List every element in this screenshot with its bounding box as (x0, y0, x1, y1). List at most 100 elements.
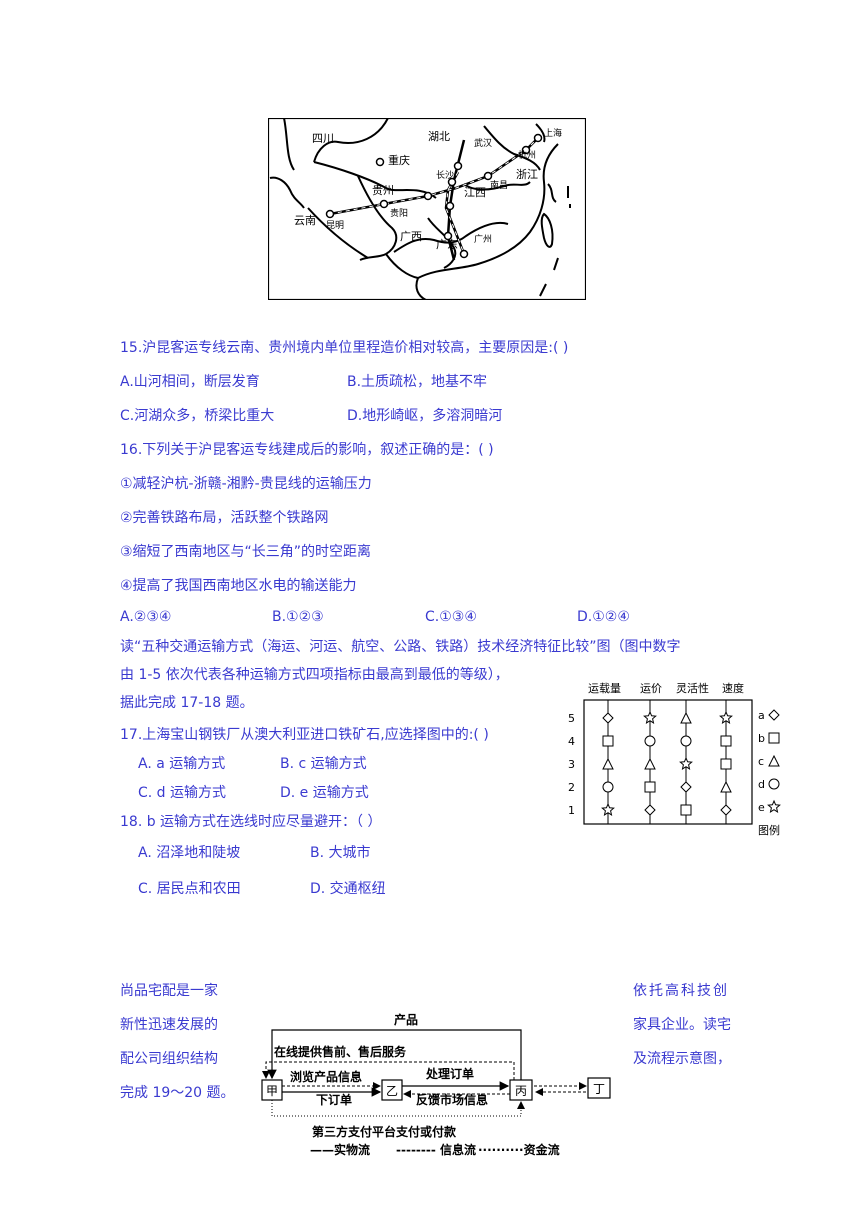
q16-option-a[interactable]: A.②③④ (120, 609, 172, 625)
flow-legend-money: ··········资金流 (478, 1142, 560, 1157)
intro17-line1: 读“五种交通运输方式（海运、河运、航空、公路、铁路）技术经济特征比较”图（图中数… (120, 639, 681, 655)
triangle-icon (720, 780, 732, 793)
flow-online-service-label: 在线提供售前、售后服务 (274, 1044, 407, 1059)
star-icon (643, 710, 657, 724)
map-label-hubei: 湖北 (428, 130, 450, 143)
triangle-icon (680, 711, 692, 724)
map-label-nanchang: 南昌 (490, 179, 508, 191)
q16-option-d[interactable]: D.①②④ (577, 609, 630, 625)
triangle-icon (768, 754, 780, 767)
map-label-kunming: 昆明 (326, 220, 344, 231)
q17-option-c[interactable]: C. d 运输方式 (138, 785, 227, 801)
intro19-left-1: 尚品宅配是一家 (120, 983, 218, 999)
q15-option-c[interactable]: C.河湖众多，桥梁比重大 (120, 408, 275, 424)
square-icon (720, 758, 732, 770)
q17-option-b[interactable]: B. c 运输方式 (280, 756, 367, 772)
map-borders (269, 118, 559, 300)
map-label-hangzhou: 杭州 (518, 149, 536, 161)
chart-col-flexibility: 灵活性 (676, 681, 709, 695)
legend-key-e: e (758, 801, 765, 814)
q16-statement-1: ①减轻沪杭-浙赣-湘黔-贵昆线的运输压力 (120, 476, 372, 492)
city-nodes (325, 133, 543, 259)
square-icon (602, 735, 614, 747)
railway-map: 四川 湖北 武汉 上海 重庆 杭州 长沙 浙江 贵州 江西 南昌 贵阳 云南 昆… (268, 118, 586, 300)
triangle-icon (602, 757, 614, 770)
diamond-icon (680, 781, 692, 793)
legend-key-a: a (758, 709, 765, 722)
legend-key-b: b (758, 732, 765, 745)
intro19-right-2: 家具企业。读宅 (633, 1017, 731, 1033)
flow-process-order-label: 处理订单 (425, 1066, 474, 1081)
chart-col-price: 运价 (640, 682, 662, 695)
q16-option-b[interactable]: B.①②③ (272, 609, 324, 625)
flow-feedback-label: 反馈市场信息 (416, 1092, 488, 1107)
q16-option-c[interactable]: C.①③④ (425, 609, 477, 625)
q18-stem: 18. b 运输方式在选线时应尽量避开：（ ） (120, 814, 382, 830)
q15-option-a[interactable]: A.山河相间，断层发育 (120, 374, 260, 390)
q18-option-d[interactable]: D. 交通枢纽 (310, 881, 386, 897)
flow-node-bing: 丙 (515, 1084, 527, 1098)
flow-payment-label: 第三方支付平台支付或付款 (312, 1124, 457, 1139)
q15-stem: 15.沪昆客运专线云南、贵州境内单位里程造价相对较高，主要原因是:( ) (120, 340, 569, 356)
map-label-guiyang: 贵阳 (390, 207, 408, 219)
chart-level-2: 2 (568, 781, 575, 794)
map-label-guangdong: 广东 (436, 238, 458, 251)
chart-level-4: 4 (568, 735, 575, 748)
q18-option-c[interactable]: C. 居民点和农田 (138, 881, 241, 897)
flow-product-label: 产品 (394, 1012, 418, 1027)
chart-col-capacity: 运载量 (588, 682, 621, 695)
q16-stem: 16.下列关于沪昆客运专线建成后的影响，叙述正确的是：( ) (120, 442, 494, 458)
taiwan-island (540, 212, 554, 248)
legend-title: 图例 (758, 823, 780, 837)
diamond-icon (644, 804, 656, 816)
chart-col-speed: 速度 (722, 681, 744, 695)
intro19-left-2: 新性迅速发展的 (120, 1017, 218, 1033)
q17-option-a[interactable]: A. a 运输方式 (138, 756, 226, 772)
map-label-shanghai: 上海 (544, 127, 562, 139)
transport-comparison-chart: 运载量 运价 灵活性 速度 5 4 3 2 1 a b c d e 图例 (568, 681, 781, 837)
intro17-line2: 由 1-5 依次代表各种运输方式四项指标由最高到最低的等级）， (120, 667, 509, 683)
flow-legend-material: ——实物流 (310, 1142, 370, 1157)
map-label-sichuan: 四川 (312, 132, 334, 145)
chart-level-5: 5 (568, 712, 575, 725)
diamond-icon (602, 712, 614, 724)
q16-statement-3: ③缩短了西南地区与“长三角”的时空距离 (120, 544, 372, 560)
flow-node-yi: 乙 (386, 1084, 398, 1098)
flow-legend-info: -------- 信息流 (396, 1142, 476, 1157)
square-icon (768, 732, 780, 744)
q17-option-d[interactable]: D. e 运输方式 (280, 785, 369, 801)
q16-statement-2: ②完善铁路布局，活跃整个铁路网 (120, 510, 329, 526)
triangle-icon (644, 757, 656, 770)
diamond-icon (720, 804, 732, 816)
map-label-changsha: 长沙 (436, 169, 454, 181)
flow-node-jia: 甲 (266, 1084, 278, 1098)
legend-key-d: d (758, 778, 765, 791)
star-icon (679, 756, 693, 770)
map-label-zhejiang: 浙江 (516, 168, 538, 181)
map-label-jiangxi: 江西 (464, 186, 486, 199)
map-label-guizhou: 贵州 (372, 184, 394, 197)
map-label-chongqing: 重庆 (388, 153, 410, 167)
diamond-icon (768, 709, 780, 721)
chart-level-3: 3 (568, 758, 575, 771)
flow-browse-label: 浏览产品信息 (290, 1069, 362, 1084)
circle-icon (644, 735, 656, 747)
intro19-right-1: 依托高科技创 (633, 983, 729, 999)
intro19-left-4: 完成 19～20 题。 (120, 1085, 235, 1101)
intro19-right-3: 及流程示意图， (633, 1051, 731, 1067)
q15-option-b[interactable]: B.土质疏松，地基不牢 (347, 374, 488, 390)
flow-order-label: 下订单 (316, 1092, 352, 1107)
intro17-line3: 据此完成 17-18 题。 (120, 695, 254, 711)
star-icon (767, 799, 781, 813)
q15-option-d[interactable]: D.地形崎岖，多溶洞暗河 (347, 408, 503, 424)
square-icon (680, 804, 692, 816)
q18-option-a[interactable]: A. 沼泽地和陡坡 (138, 845, 241, 861)
star-icon (719, 710, 733, 724)
chart-level-1: 1 (568, 804, 575, 817)
q16-statement-4: ④提高了我国西南地区水电的输送能力 (120, 578, 357, 594)
legend-key-c: c (758, 755, 764, 768)
map-label-guangzhou: 广州 (474, 233, 492, 245)
circle-icon (680, 735, 692, 747)
q18-option-b[interactable]: B. 大城市 (310, 845, 371, 861)
intro19-left-3: 配公司组织结构 (120, 1051, 218, 1067)
